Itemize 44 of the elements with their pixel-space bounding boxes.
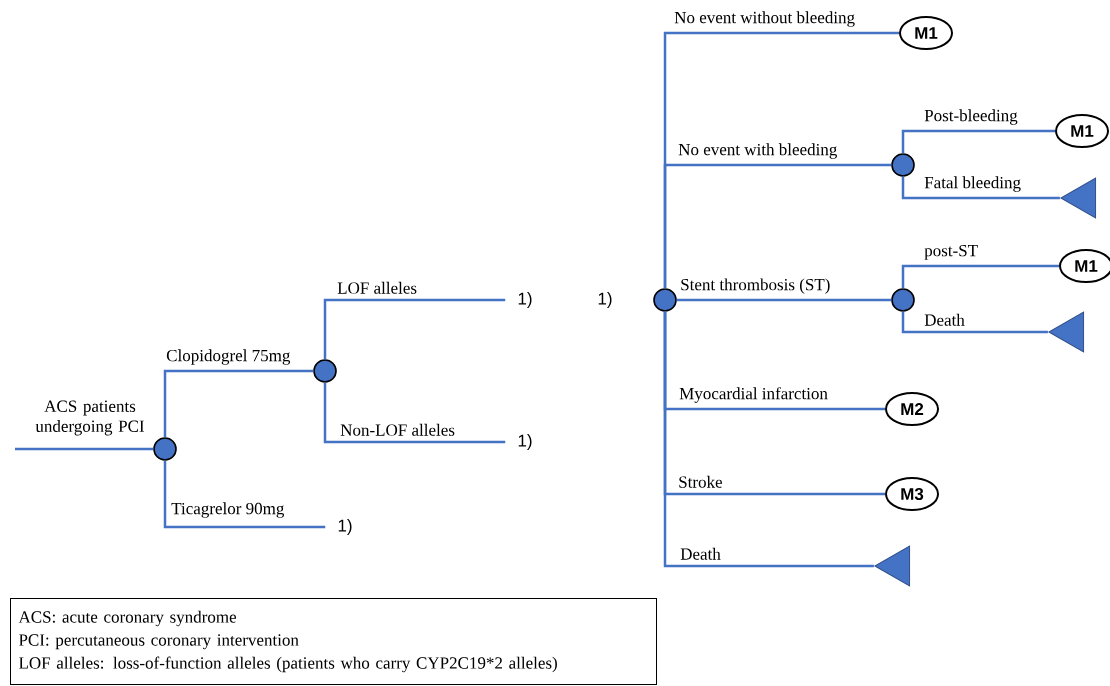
branch-label: Death: [924, 313, 965, 326]
branch-label: No event with bleeding: [678, 143, 837, 159]
branch-label: Clopidogrel 75mg: [166, 349, 291, 365]
branch-line: [663, 311, 874, 568]
branch-label: Stroke: [679, 475, 722, 488]
terminal-triangle: [1048, 311, 1085, 353]
branch-label: Stent thrombosis (ST): [681, 278, 830, 294]
branch-label: Non-LOF alleles: [340, 423, 455, 436]
chance-node: [653, 288, 677, 312]
reference-number: 1): [598, 292, 612, 308]
oval-node: M1: [1055, 114, 1109, 148]
branch-label: LOF alleles: [337, 281, 417, 294]
chance-node: [891, 288, 915, 312]
chance-node: [153, 437, 177, 461]
reference-number: 1): [338, 519, 352, 535]
branch-line: [901, 176, 1060, 200]
branch-label: No event without bleeding: [674, 11, 855, 27]
branch-label: Fatal bleeding: [924, 176, 1021, 192]
terminal-triangle: [1060, 177, 1097, 219]
branch-label: Myocardial infarction: [679, 387, 828, 403]
reference-number: 1): [518, 434, 532, 450]
branch-label: Ticagrelor 90mg: [171, 502, 285, 518]
chance-node: [891, 153, 915, 177]
abbreviation-box: ACS: acute coronary syndrome PCI: percutaneous coronary intervention LOF alleles: loss-of-function alleles (patients who carry CYP2C19*2 alleles): [10, 598, 657, 685]
branch-line: [901, 264, 1059, 289]
oval-node: M3: [885, 477, 939, 511]
branch-label: ACS patients undergoing PCI: [35, 400, 145, 436]
branch-line: [163, 460, 326, 529]
branch-line: [901, 311, 1048, 334]
terminal-triangle: [874, 545, 911, 587]
branch-line: [323, 298, 506, 360]
branch-line: [15, 447, 154, 451]
branch-label: post-ST: [924, 244, 978, 260]
branch-label: Death: [680, 547, 721, 560]
branch-line: [676, 298, 892, 302]
branch-line: [901, 129, 1055, 154]
oval-node: M1: [899, 16, 953, 50]
branch-line: [663, 163, 892, 289]
oval-node: M2: [885, 392, 939, 426]
branch-line: [163, 369, 314, 438]
chance-node: [313, 359, 337, 383]
branch-label: Post-bleeding: [924, 109, 1018, 125]
reference-number: 1): [518, 292, 532, 308]
branch-line: [323, 382, 506, 444]
